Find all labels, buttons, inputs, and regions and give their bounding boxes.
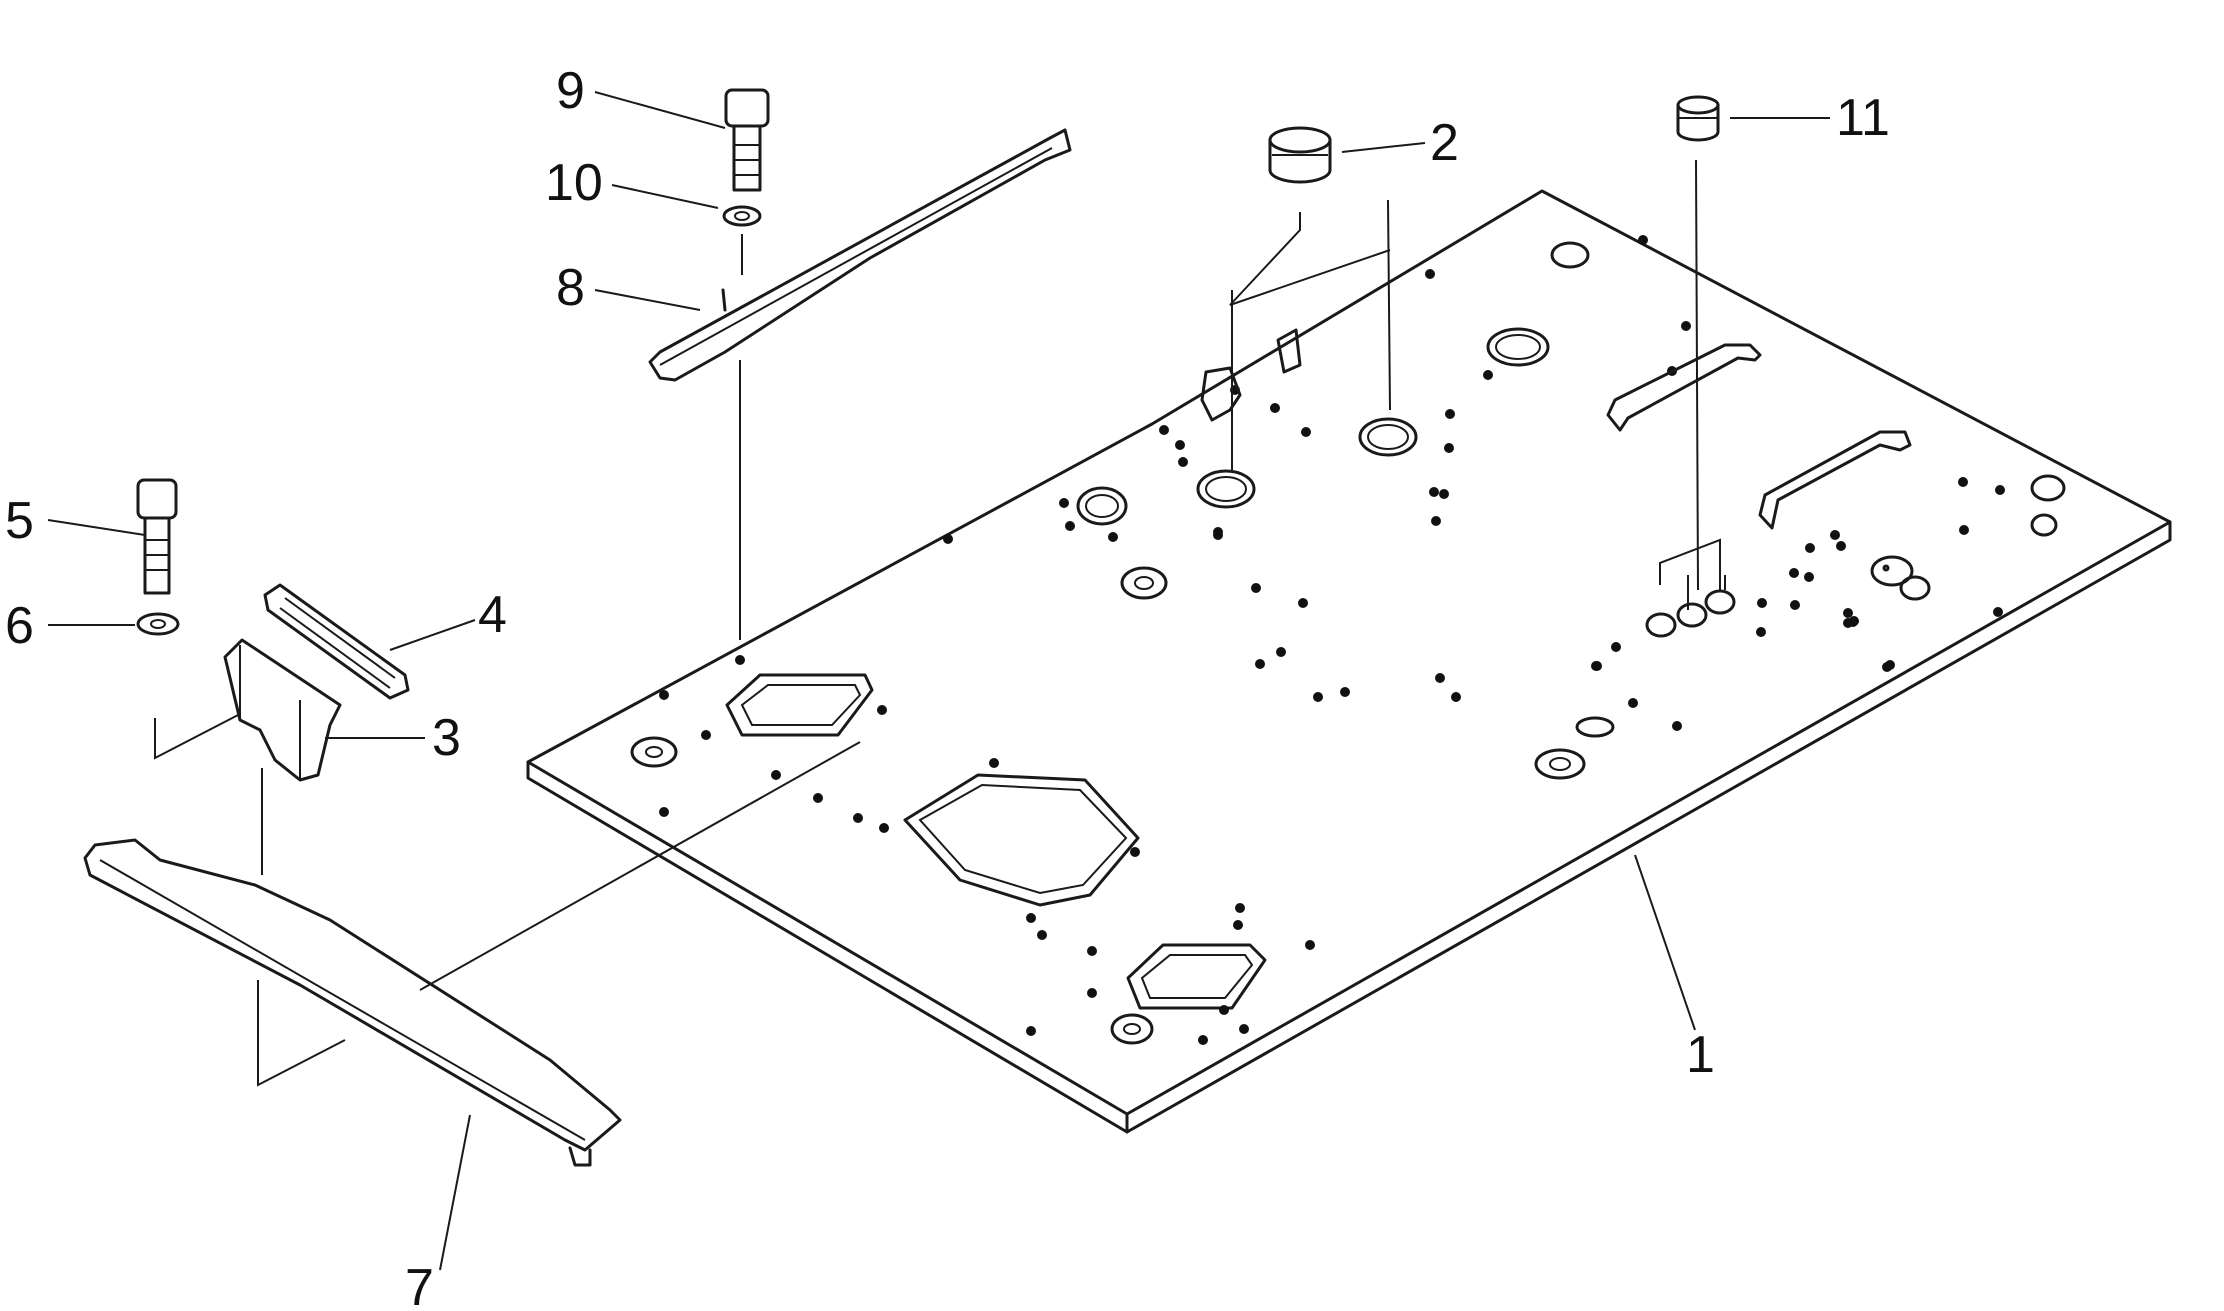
washer-10 — [722, 205, 762, 227]
plug-cap-2 — [1268, 126, 1332, 184]
bolt-holes — [659, 235, 2005, 1045]
rail-8 — [648, 128, 1072, 382]
square-opening — [1126, 943, 1267, 1010]
support-block-3 — [223, 638, 342, 782]
callout-2: 2 — [1430, 114, 1459, 172]
bolt-9 — [724, 88, 770, 192]
bolt-5 — [136, 478, 178, 595]
callout-8: 8 — [556, 259, 585, 317]
pad-4 — [263, 583, 410, 700]
large-opening — [903, 773, 1140, 907]
callout-4: 4 — [478, 586, 507, 644]
bracket — [1606, 343, 1762, 432]
ring-holes — [630, 241, 2066, 1045]
callout-10: 10 — [545, 154, 603, 212]
callout-numbers: 1 2 3 4 5 6 7 8 9 10 11 — [5, 62, 1890, 1311]
boss-block — [1200, 328, 1302, 422]
callout-11: 11 — [1836, 89, 1890, 147]
assembly-lines — [154, 159, 1726, 1087]
callout-7: 7 — [405, 1259, 434, 1311]
square-opening — [725, 673, 874, 737]
callout-3: 3 — [432, 709, 461, 767]
floor-plate — [526, 189, 2172, 1134]
callout-1: 1 — [1686, 1026, 1715, 1084]
callout-5: 5 — [5, 492, 34, 550]
callout-9: 9 — [556, 62, 585, 120]
rail-7 — [83, 838, 622, 1167]
washer-6 — [136, 612, 180, 636]
leader-lines — [47, 91, 1830, 1271]
plug-cap-11 — [1676, 95, 1720, 142]
callout-6: 6 — [5, 597, 34, 655]
bracket — [1758, 430, 1912, 530]
